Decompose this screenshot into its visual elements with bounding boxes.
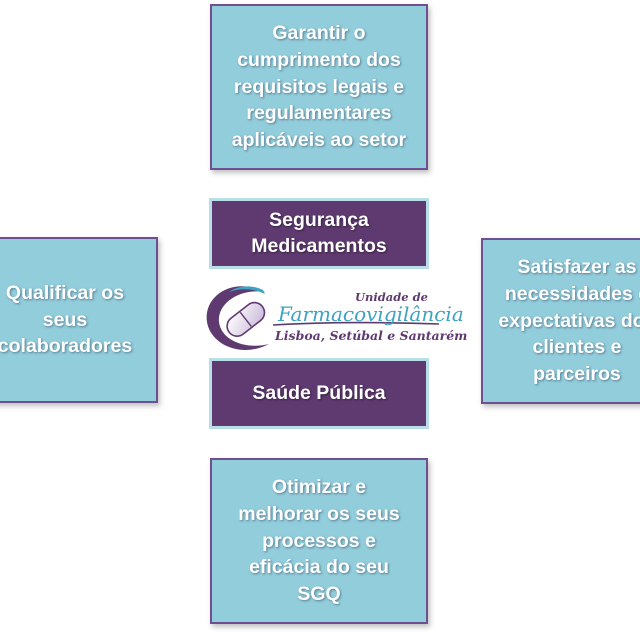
pill-swoosh-icon bbox=[206, 286, 440, 350]
goal-box-legal-requirements: Garantir o cumprimento dos requisitos le… bbox=[210, 4, 428, 170]
goal-text-qualify-staff: Qualificar os seus colaboradores bbox=[0, 281, 133, 358]
goal-box-satisfy-clients: Satisfazer as necessidades e expectativa… bbox=[481, 238, 640, 404]
goal-box-qualify-staff: Qualificar os seus colaboradores bbox=[0, 237, 158, 403]
center-box-public-health: Saúde Pública bbox=[209, 358, 429, 429]
center-text-public-health: Saúde Pública bbox=[252, 381, 386, 404]
goal-text-optimize-processes: Otimizar e melhorar os seus processos e … bbox=[238, 475, 400, 606]
logo-text-farmacovigilancia: Farmacovigilância bbox=[278, 302, 464, 326]
goal-text-satisfy-clients: Satisfazer as necessidades e expectativa… bbox=[498, 255, 640, 386]
center-text-medication-safety: Segurança Medicamentos bbox=[251, 208, 387, 257]
goal-text-legal-requirements: Garantir o cumprimento dos requisitos le… bbox=[231, 21, 407, 152]
logo-text-unidade: Unidade de bbox=[355, 290, 428, 304]
goal-box-optimize-processes: Otimizar e melhorar os seus processos e … bbox=[210, 458, 428, 624]
pharmacovigilance-logo: Unidade de Farmacovigilância Lisboa, Set… bbox=[203, 278, 467, 358]
center-box-medication-safety: Segurança Medicamentos bbox=[209, 198, 429, 269]
logo-text-locations: Lisboa, Setúbal e Santarém bbox=[275, 328, 468, 343]
